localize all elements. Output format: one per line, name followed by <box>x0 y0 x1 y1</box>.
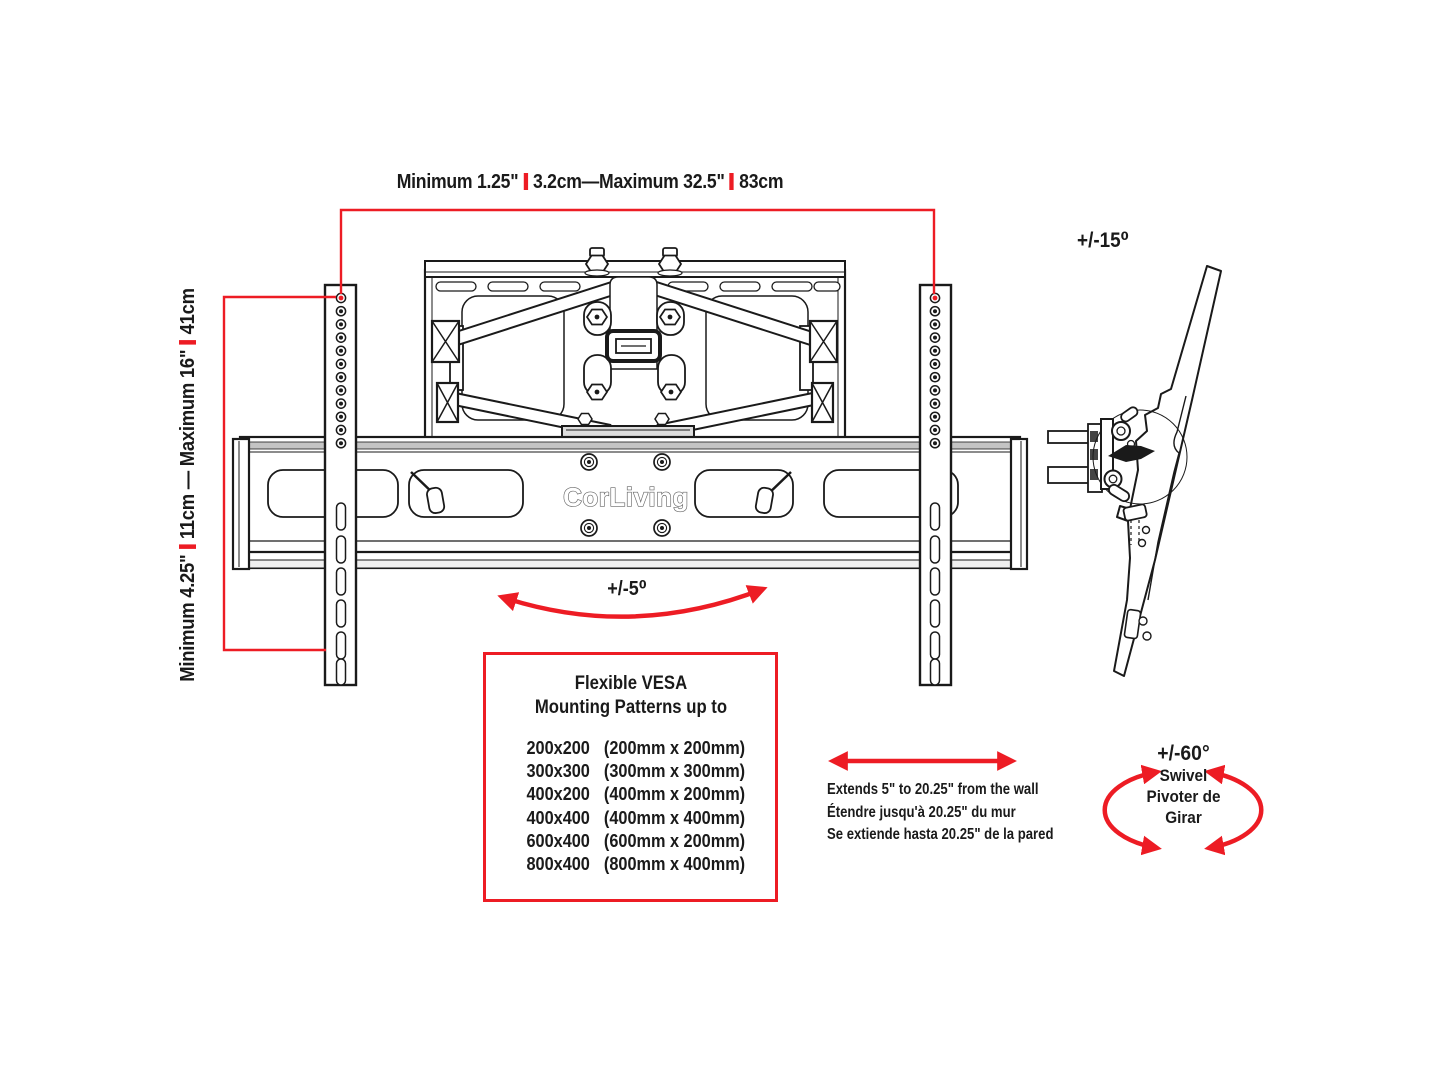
red-separator-icon <box>523 173 528 190</box>
swivel-angle-label: +/-60° <box>1157 741 1210 765</box>
vesa-pattern: 400x400 <box>526 806 590 828</box>
left-vesa-rail <box>323 283 358 687</box>
red-annotations <box>222 208 1264 856</box>
horizontal-dim-mid: 3.2cm—Maximum 32.5" <box>532 170 725 193</box>
vesa-title-line1: Flexible VESA <box>574 673 688 694</box>
right-vesa-rail <box>918 283 953 687</box>
extension-text-block: Extends 5" to 20.25" from the wall Étend… <box>827 779 1053 847</box>
red-separator-icon <box>179 544 196 550</box>
vesa-pattern-row: 400x400 (400mm x 400mm) <box>526 806 775 829</box>
level-angle-label: +/-5⁰ <box>607 578 647 600</box>
vesa-pattern-mm: (400mm x 200mm) <box>603 783 746 805</box>
vesa-pattern-mm: (800mm x 400mm) <box>603 853 746 875</box>
top-bolts <box>584 247 683 277</box>
vertical-dimension-label: Minimum 4.25" 11cm — Maximum 16" 41cm <box>176 274 200 697</box>
rail-bolt-holes <box>580 453 671 537</box>
vesa-pattern: 600x400 <box>526 829 590 851</box>
vesa-pattern-row: 600x400 (600mm x 200mm) <box>526 829 775 852</box>
swivel-arrow-left <box>1102 764 1162 856</box>
extension-text-es: Se extiende hasta 20.25" de la pared <box>827 826 1054 843</box>
vesa-pattern: 300x300 <box>526 760 590 782</box>
red-separator-icon <box>179 339 196 345</box>
vesa-pattern-row: 200x200 (200mm x 200mm) <box>526 736 775 759</box>
top-dimension-bracket <box>339 208 936 294</box>
vesa-pattern-mm: (300mm x 300mm) <box>603 760 746 782</box>
horizontal-wall-rail: CorLiving <box>231 435 1029 571</box>
vesa-pattern-row: 300x300 (300mm x 300mm) <box>526 759 775 782</box>
tv-side-profile <box>1113 265 1222 677</box>
left-dimension-bracket <box>222 295 336 652</box>
vertical-dim-mid: 11cm — Maximum 16" <box>176 349 199 540</box>
arm-feet-in-slots <box>410 471 792 514</box>
horizontal-dim-max: 83cm <box>739 170 784 193</box>
vesa-pattern: 400x200 <box>526 783 590 805</box>
vesa-pattern-list: 200x200 (200mm x 200mm) 300x300 (300mm x 3… <box>526 736 775 875</box>
red-separator-icon <box>729 173 735 190</box>
swivel-word-es: Girar <box>1165 808 1202 827</box>
vertical-dim-max: 41cm <box>176 288 199 335</box>
extension-text-en: Extends 5" to 20.25" from the wall <box>827 781 1039 798</box>
horizontal-dimension-label: Minimum 1.25" 3.2cm—Maximum 32.5" 83cm <box>375 170 805 194</box>
vesa-title-line2: Mounting Patterns up to <box>534 697 728 718</box>
vertical-dim-min: Minimum 4.25" <box>176 554 199 682</box>
swivel-text-block: +/-60° Swivel Pivoter de Girar <box>1105 741 1263 828</box>
plate-slot-row <box>435 281 841 292</box>
horizontal-dim-min: Minimum 1.25" <box>396 170 519 193</box>
swivel-arrow-right <box>1204 764 1264 856</box>
vesa-pattern-mm: (200mm x 200mm) <box>603 737 746 758</box>
center-buckle <box>605 329 662 363</box>
tilt-lever <box>1108 445 1155 462</box>
brand-logo: CorLiving <box>563 482 689 512</box>
swivel-word-fr: Pivoter de <box>1146 787 1221 806</box>
vesa-pattern: 800x400 <box>526 853 590 875</box>
center-hardware <box>583 301 686 401</box>
vesa-pattern-row: 800x400 (800mm x 400mm) <box>526 852 775 875</box>
vesa-pattern: 200x200 <box>526 737 590 758</box>
level-adjust-arrow <box>497 585 768 619</box>
tilt-angle-label: +/-15⁰ <box>1077 229 1129 252</box>
vesa-pattern-row: 400x200 (400mm x 200mm) <box>526 782 775 805</box>
upper-arms <box>430 280 839 364</box>
vesa-patterns-box: Flexible VESA Mounting Patterns up to 20… <box>483 652 778 902</box>
swivel-word-en: Swivel <box>1159 766 1208 785</box>
vesa-pattern-mm: (400mm x 400mm) <box>603 806 746 828</box>
side-view-tilt <box>1047 265 1222 677</box>
extension-text-fr: Étendre jusqu'à 20.25" du mur <box>827 803 1016 821</box>
vesa-pattern-mm: (600mm x 200mm) <box>603 829 746 851</box>
